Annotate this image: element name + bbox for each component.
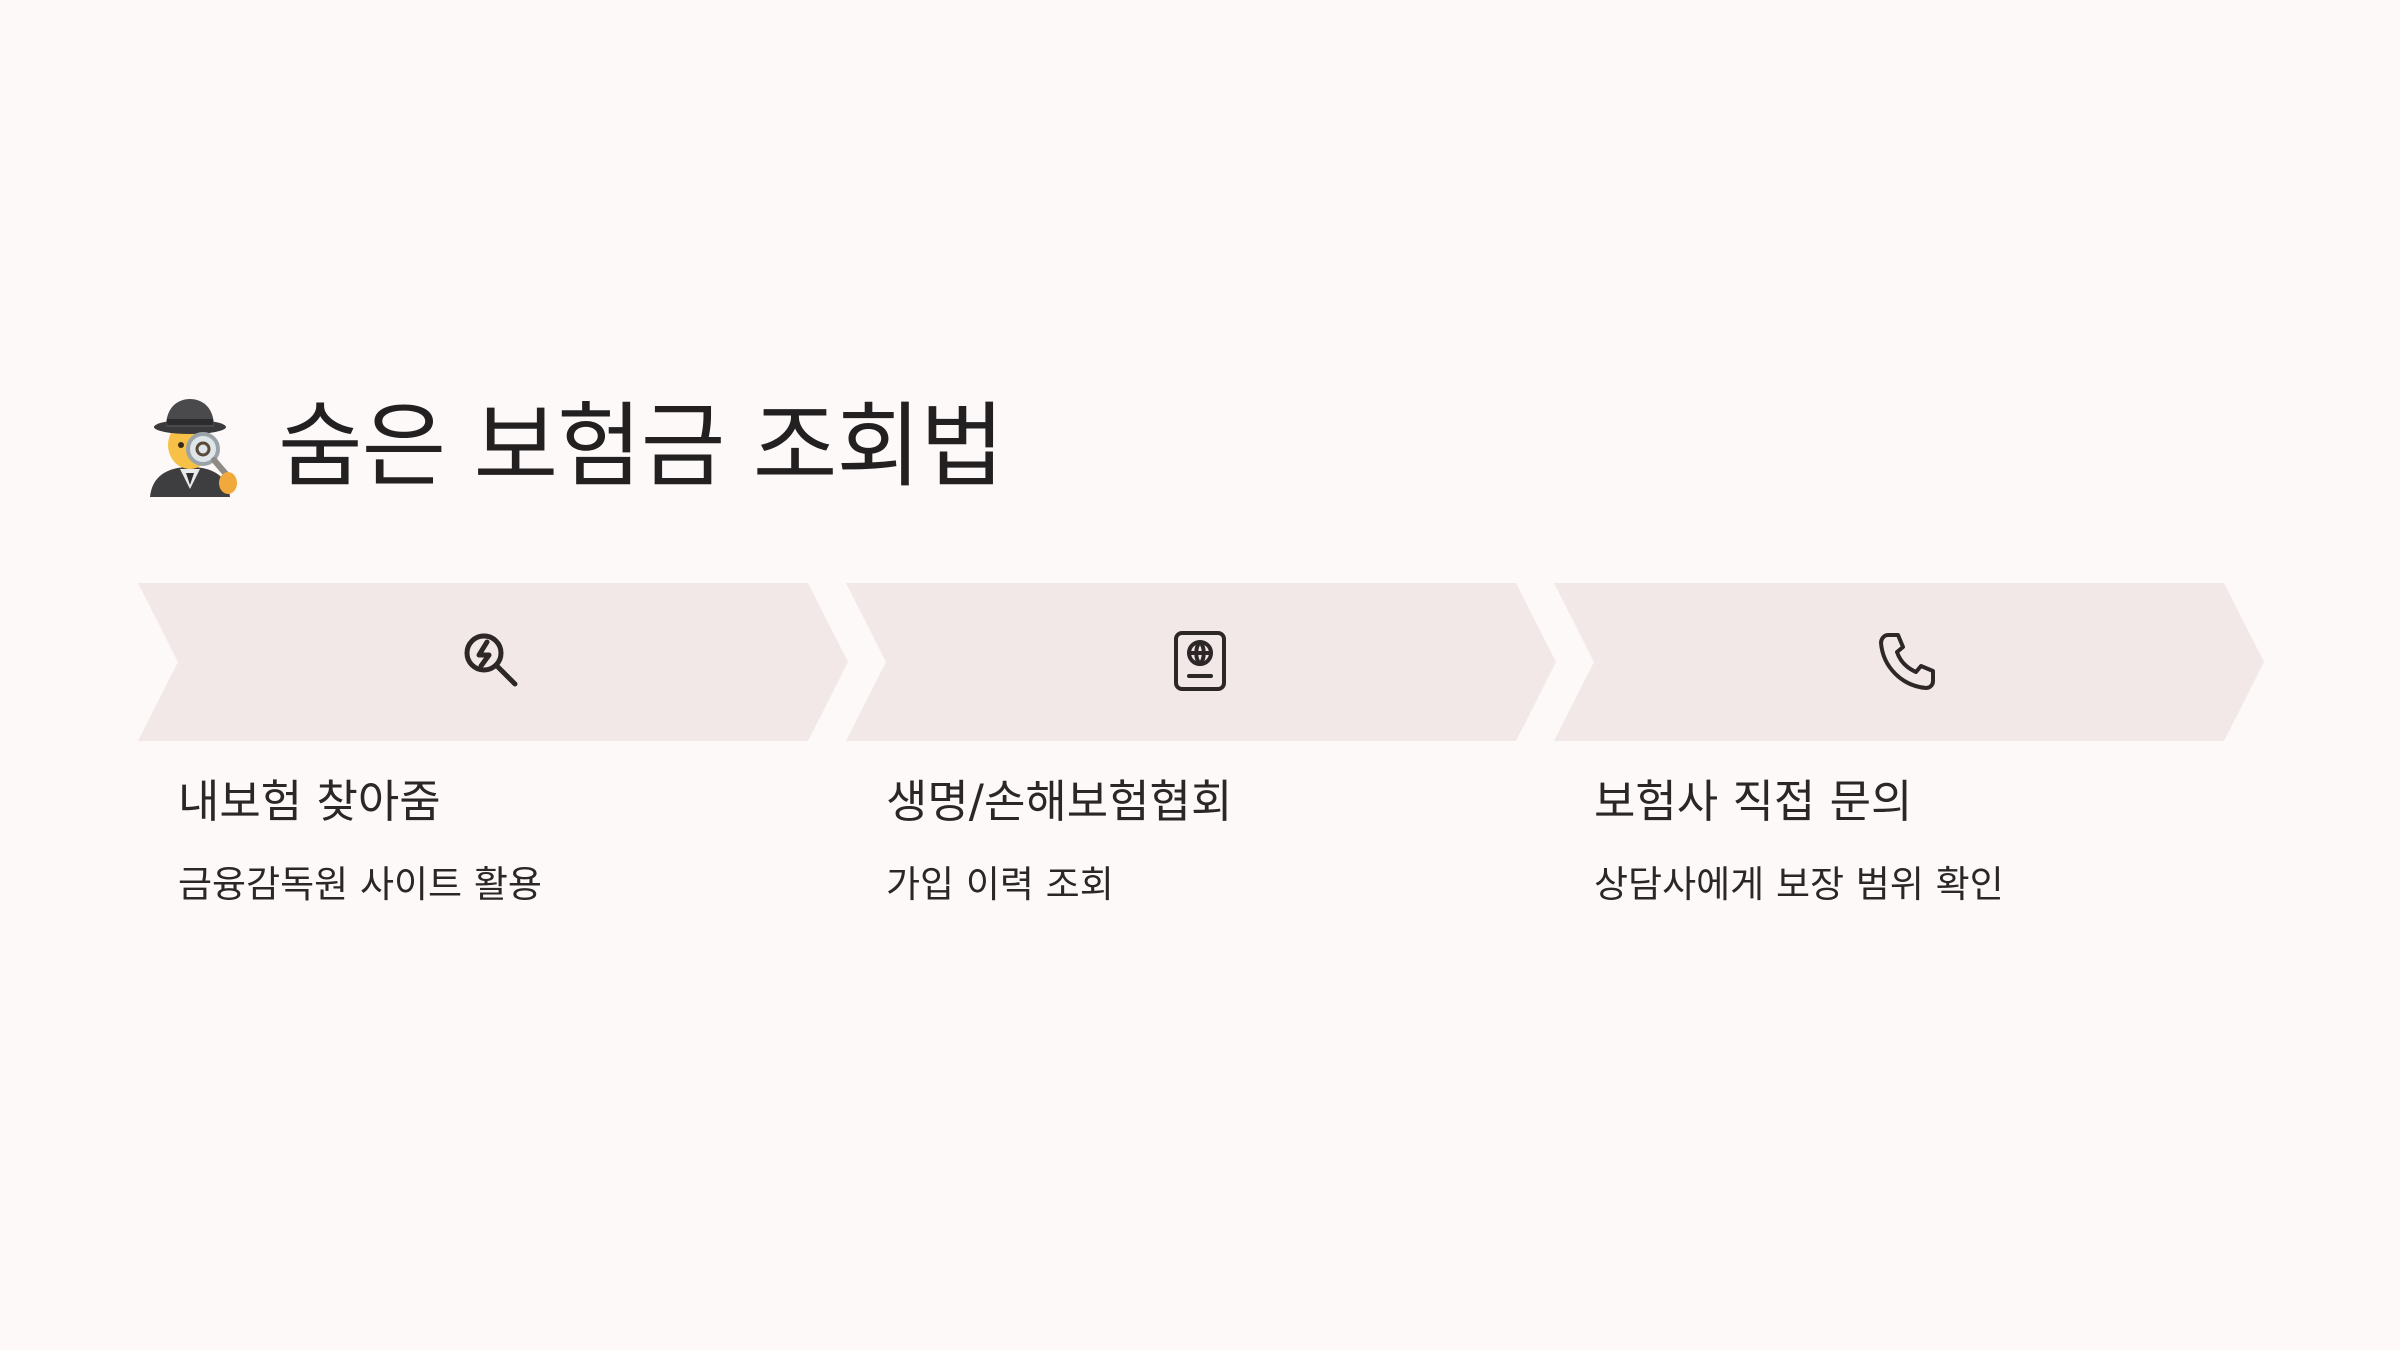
step-1: 내보험 찾아줌 금융감독원 사이트 활용 (138, 583, 848, 1003)
phone-icon (1879, 633, 1935, 690)
step-3-title: 보험사 직접 문의 (1594, 775, 1913, 828)
passport-globe-icon (1174, 631, 1226, 691)
step-2-chevron (846, 583, 1556, 741)
detective-emoji-icon (150, 399, 237, 497)
step-1-chevron (138, 583, 848, 741)
step-2-title: 생명/손해보험협회 (886, 775, 1233, 828)
process-steps: 내보험 찾아줌 금융감독원 사이트 활용 생명/손해보험협회 가입 이력 조회 (138, 583, 2264, 1003)
title-row: 숨은 보험금 조회법 (136, 392, 1005, 502)
step-3: 보험사 직접 문의 상담사에게 보장 범위 확인 (1554, 583, 2264, 1003)
step-3-description: 상담사에게 보장 범위 확인 (1594, 863, 2004, 906)
step-2-description: 가입 이력 조회 (886, 863, 1114, 906)
step-3-chevron (1554, 583, 2264, 741)
step-1-description: 금융감독원 사이트 활용 (178, 863, 542, 906)
step-1-title: 내보험 찾아줌 (178, 775, 441, 828)
search-zap-icon (464, 633, 518, 687)
step-2: 생명/손해보험협회 가입 이력 조회 (846, 583, 1556, 1003)
page-title: 숨은 보험금 조회법 (278, 393, 1005, 500)
